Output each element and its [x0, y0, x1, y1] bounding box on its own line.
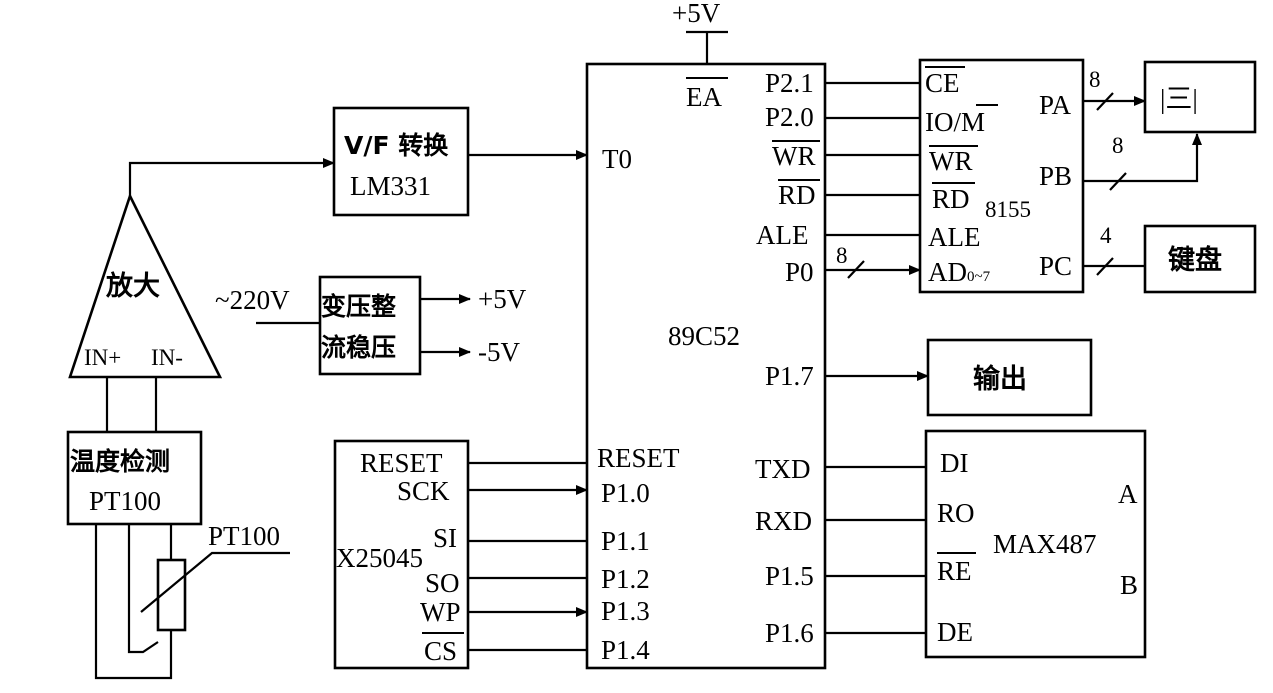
mcu-p1-5-label: P1.5: [765, 561, 814, 591]
c8155-pa-label: PA: [1039, 90, 1072, 120]
max487-b-label: B: [1120, 570, 1138, 600]
vf-line1: V/F 转换: [344, 131, 449, 160]
bus-slash-pa: [1096, 92, 1114, 111]
mcu-rxd-label: RXD: [755, 506, 812, 536]
output-label: 输出: [973, 363, 1027, 395]
c8155-pb-label: PB: [1039, 161, 1072, 191]
mcu-p1-3-label: P1.3: [601, 596, 650, 626]
sensor-label: PT100: [208, 521, 280, 551]
sensor-loop-inner: [127, 524, 159, 654]
display-glyph: |三|: [1160, 84, 1198, 114]
keyboard-label: 键盘: [1168, 244, 1222, 276]
power-input-label: ~220V: [215, 285, 290, 315]
mcu-t0-label: T0: [602, 144, 632, 174]
mcu-txd-label: TXD: [755, 454, 811, 484]
c8155-ce-label: CE: [925, 68, 960, 98]
mcu-p1-4-label: P1.4: [601, 635, 650, 665]
amp-label: 放大: [105, 270, 160, 302]
x25045-sck-label: SCK: [397, 476, 450, 506]
x25045-name: X25045: [336, 543, 423, 573]
bus-width-pa: 8: [1089, 67, 1101, 92]
c8155-pc-label: PC: [1039, 251, 1072, 281]
sensor-loop-outer: [94, 524, 173, 680]
sensor-callout: [140, 551, 290, 613]
c8155-iom-label: IO/M: [925, 107, 985, 137]
wire-amp-vf: [128, 158, 335, 196]
x25045-cs-label: CS: [424, 636, 457, 666]
mcu-wr-label: WR: [772, 141, 816, 171]
power-supply-box: [318, 275, 422, 376]
bus-slash-pc: [1096, 257, 1114, 276]
max487-a-label: A: [1118, 479, 1138, 509]
mcu-p2-0-label: P2.0: [765, 102, 814, 132]
mcu-reset-label: RESET: [597, 443, 680, 473]
temp-detect-box: [66, 430, 203, 526]
max487-chip: [924, 429, 1147, 659]
x25045-reset-label: RESET: [360, 448, 443, 478]
wire-pb-display: [1083, 133, 1202, 183]
mcu-p2-1-label: P2.1: [765, 68, 814, 98]
temp-line1: 温度检测: [70, 447, 170, 476]
mcu-p0-label: P0: [785, 257, 814, 287]
x25045-si-label: SI: [433, 523, 457, 553]
mcu-ale-label: ALE: [756, 220, 808, 250]
max487-ro-label: RO: [937, 498, 975, 528]
keyboard-box: [1143, 224, 1257, 294]
mcu-89c52: [585, 62, 827, 670]
bus-width-pb: 8: [1112, 133, 1124, 158]
x25045-chip: [333, 439, 470, 670]
bus-width-p0: 8: [836, 243, 848, 268]
amplifier-triangle: [68, 192, 223, 379]
x25045-wp-label: WP: [420, 597, 461, 627]
bus-slash-p0: [847, 260, 865, 279]
display-box: [1143, 60, 1257, 134]
mcu-rd-label: RD: [778, 180, 816, 210]
vf-converter: [332, 106, 470, 217]
mcu-ea-label: EA: [686, 82, 722, 112]
power-line2: 流稳压: [321, 333, 396, 362]
max487-name: MAX487: [993, 529, 1097, 559]
max487-re-label: RE: [937, 556, 972, 586]
mcu-p1-1-label: P1.1: [601, 526, 650, 556]
c8155-name: 8155: [985, 197, 1031, 222]
amp-in-plus: IN+: [84, 345, 121, 370]
bus-slash-pb: [1109, 172, 1127, 191]
c8155-wr-label: WR: [929, 146, 973, 176]
bus-width-pc: 4: [1100, 223, 1112, 248]
max487-de-label: DE: [937, 617, 973, 647]
max487-di-label: DI: [940, 448, 969, 478]
mcu-p1-7-label: P1.7: [765, 361, 814, 391]
mcu-p1-6-label: P1.6: [765, 618, 814, 648]
power-out-neg: -5V: [478, 337, 520, 367]
c8155-ad-label: AD0~7: [928, 257, 991, 287]
chip-8155: [918, 58, 1085, 294]
output-box: [926, 338, 1093, 417]
power-out-pos: +5V: [478, 284, 527, 314]
mcu-p1-0-label: P1.0: [601, 478, 650, 508]
x25045-so-label: SO: [425, 568, 460, 598]
mcu-p1-2-label: P1.2: [601, 564, 650, 594]
c8155-ale-label: ALE: [928, 222, 980, 252]
amp-in-minus: IN-: [151, 345, 183, 370]
mcu-name: 89C52: [668, 321, 740, 351]
power-line1: 变压整: [321, 292, 396, 321]
c8155-rd-label: RD: [932, 184, 970, 214]
temp-line2: PT100: [89, 486, 161, 516]
vf-line2: LM331: [350, 171, 431, 201]
supply-label: +5V: [672, 0, 721, 28]
